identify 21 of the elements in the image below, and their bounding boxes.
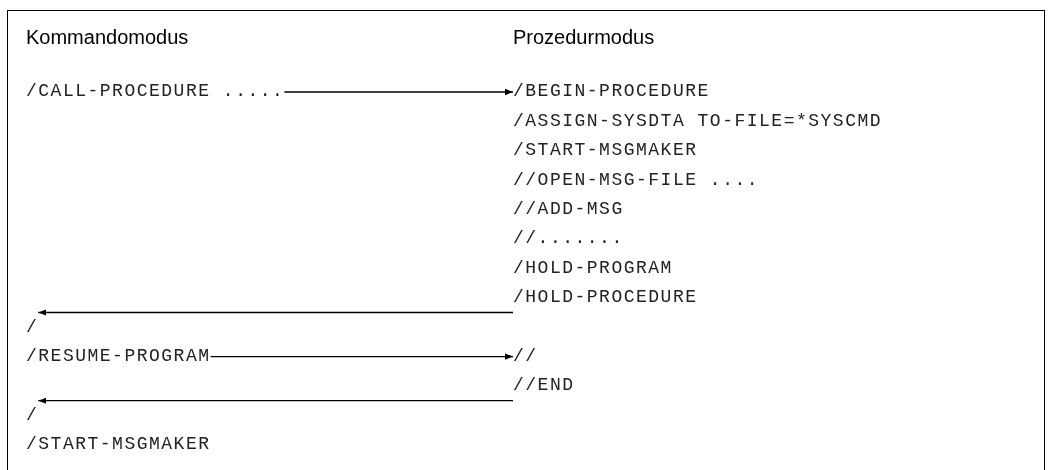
command-line: //ADD-MSG bbox=[513, 197, 624, 221]
command-line: / bbox=[26, 312, 39, 342]
arrow bbox=[37, 309, 514, 316]
command-line: /START-MSGMAKER bbox=[513, 139, 698, 163]
arrow bbox=[283, 88, 514, 96]
command-line: /CALL-PROCEDURE ..... bbox=[26, 77, 285, 107]
command-line: /ASSIGN-SYSDTA TO-FILE=*SYSCMD bbox=[513, 109, 883, 133]
column-heading: Prozedurmodus bbox=[513, 26, 655, 49]
command-line: /BEGIN-PROCEDURE bbox=[513, 77, 710, 107]
arrow bbox=[209, 353, 514, 360]
command-line: /HOLD-PROCEDURE bbox=[513, 283, 698, 313]
command-line: //OPEN-MSG-FILE .... bbox=[513, 168, 760, 192]
command-line: //....... bbox=[513, 227, 624, 251]
command-line: /START-MSGMAKER bbox=[26, 433, 211, 457]
command-line: /HOLD-PROGRAM bbox=[513, 256, 673, 280]
command-line: /RESUME-PROGRAM bbox=[26, 341, 211, 371]
arrow bbox=[37, 397, 514, 404]
command-line: // bbox=[513, 341, 538, 371]
command-line: / bbox=[26, 400, 39, 430]
column-heading: Kommandomodus bbox=[26, 26, 189, 49]
command-line: //END bbox=[513, 371, 575, 401]
